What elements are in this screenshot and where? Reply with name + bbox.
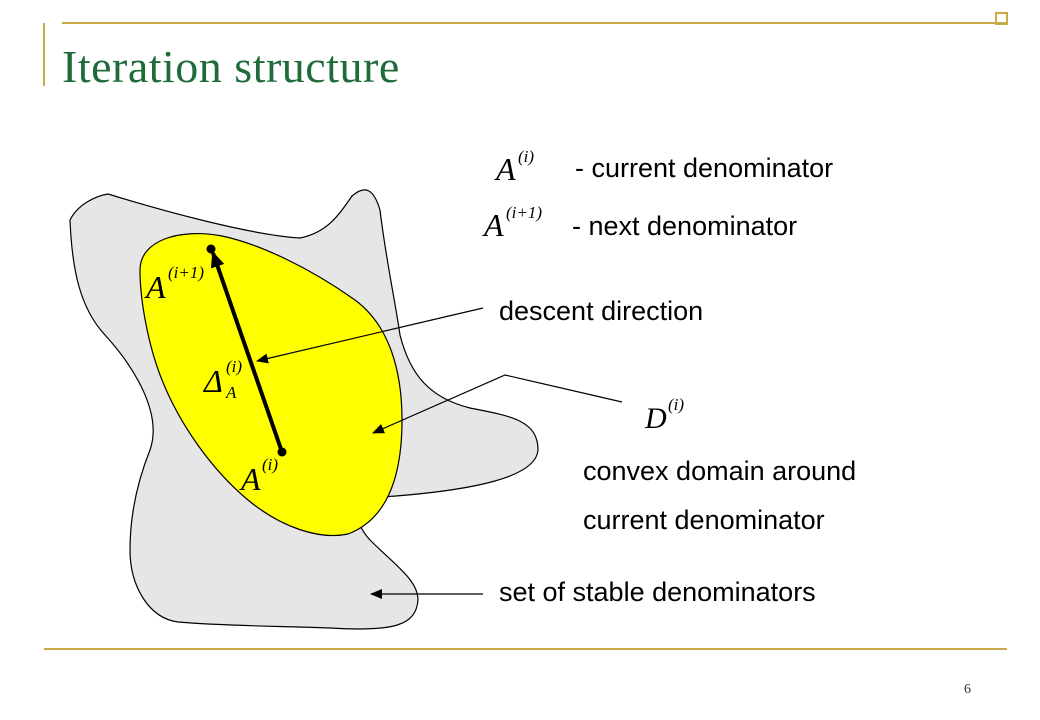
delta-superscript: (i)	[226, 357, 242, 376]
legend-current-text: - current denominator	[575, 153, 834, 183]
top-right-accent-square	[995, 12, 1008, 25]
current-iterate-superscript: (i)	[262, 455, 278, 474]
legend-current-symbol: A	[494, 151, 516, 187]
legend-next-superscript: (i+1)	[506, 203, 542, 222]
page-title: Iteration structure	[62, 41, 400, 92]
legend-current-superscript: (i)	[518, 147, 534, 166]
next-iterate-point	[206, 244, 216, 254]
next-iterate-superscript: (i+1)	[168, 263, 204, 282]
convex-domain-label-line2: current denominator	[583, 505, 825, 535]
current-iterate-symbol: A	[239, 461, 261, 497]
descent-direction-pointer	[256, 307, 484, 364]
legend-next-symbol: A	[482, 207, 504, 243]
descent-direction-label: descent direction	[499, 296, 704, 326]
delta-symbol: Δ	[202, 363, 223, 399]
legend-next-text: - next denominator	[572, 211, 798, 241]
domain-pointer	[372, 374, 623, 434]
descent-direction-arrow	[210, 251, 284, 453]
page-number: 6	[964, 682, 971, 697]
current-iterate-point	[277, 447, 287, 457]
next-iterate-symbol: A	[144, 269, 166, 305]
delta-subscript: A	[225, 383, 237, 402]
convex-domain-label-line1: convex domain around	[583, 456, 857, 486]
domain-symbol: D	[644, 402, 667, 435]
domain-superscript: (i)	[668, 395, 684, 414]
stable-set-label: set of stable denominators	[499, 577, 816, 607]
convex-domain-region	[139, 233, 403, 537]
